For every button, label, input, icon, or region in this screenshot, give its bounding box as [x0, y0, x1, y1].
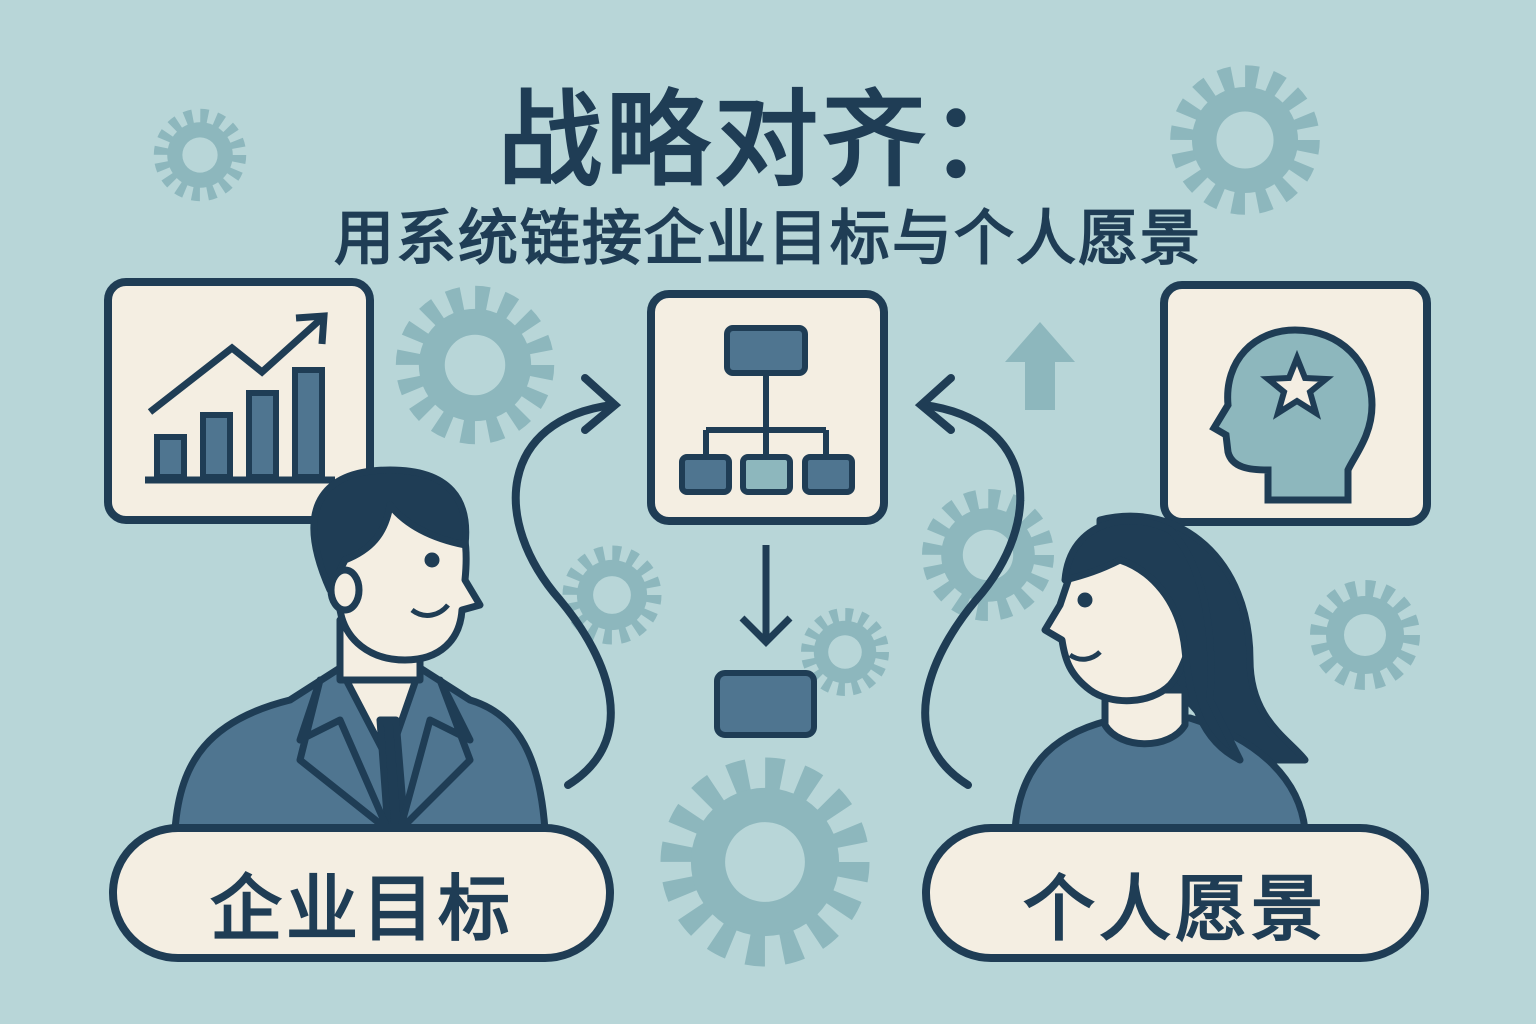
gear-icon [562, 545, 662, 645]
page-subtitle: 用系统链接企业目标与个人愿景 [334, 204, 1202, 274]
woman [1011, 512, 1309, 834]
personal-vision-label: 个人愿景 [1022, 867, 1327, 951]
up-arrow-icon [1005, 322, 1075, 410]
vision-card [1160, 281, 1431, 526]
label-pill-left [109, 824, 614, 962]
gear-icon [660, 757, 870, 967]
gear-icon [922, 489, 1054, 621]
gear-icon [1170, 65, 1320, 215]
org-chart-icon [679, 325, 855, 495]
org-chart-card [647, 290, 888, 525]
gear-icon [1310, 580, 1420, 690]
down-arrow-icon [739, 545, 793, 647]
corporate-goals-label: 企业目标 [209, 867, 514, 951]
gear-icon [801, 608, 889, 696]
label-pill-right [922, 824, 1429, 962]
businessman [171, 466, 549, 834]
head-star-icon [1209, 326, 1376, 504]
growth-chart-card [104, 278, 374, 524]
target-box [714, 670, 817, 738]
gear-icon [153, 108, 247, 202]
gear-icon [395, 285, 555, 445]
background-gears [153, 65, 1420, 967]
growth-chart-icon [145, 312, 335, 484]
page-title: 战略对齐： [497, 79, 1038, 201]
curved-arrow-icon [511, 374, 1025, 789]
